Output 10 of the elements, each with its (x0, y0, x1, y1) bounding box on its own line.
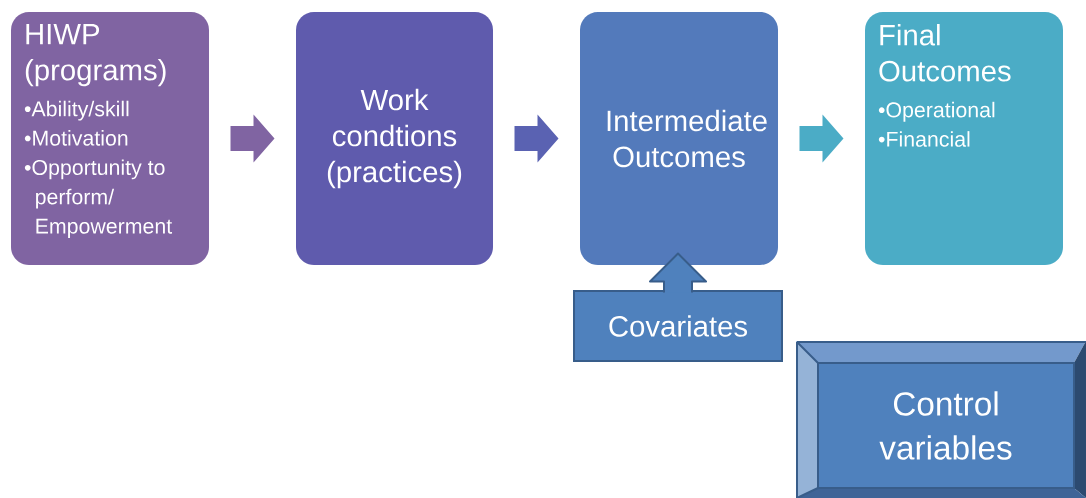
callout-box: Covariates (573, 290, 783, 362)
block-arrow (649, 252, 707, 294)
process-box: HIWP (programs) •Ability/skill •Motivation •Opportunity to perform/ Empowerment (11, 12, 209, 265)
process-box: Work condtions (practices) (296, 12, 493, 265)
bevel-box: Control variables (796, 341, 1086, 498)
block-arrow (514, 114, 559, 163)
block-arrow (799, 114, 844, 163)
process-box: Final Outcomes •Operational •Financial (865, 12, 1063, 265)
process-box: Intermediate Outcomes (580, 12, 778, 265)
block-arrow (230, 114, 275, 163)
